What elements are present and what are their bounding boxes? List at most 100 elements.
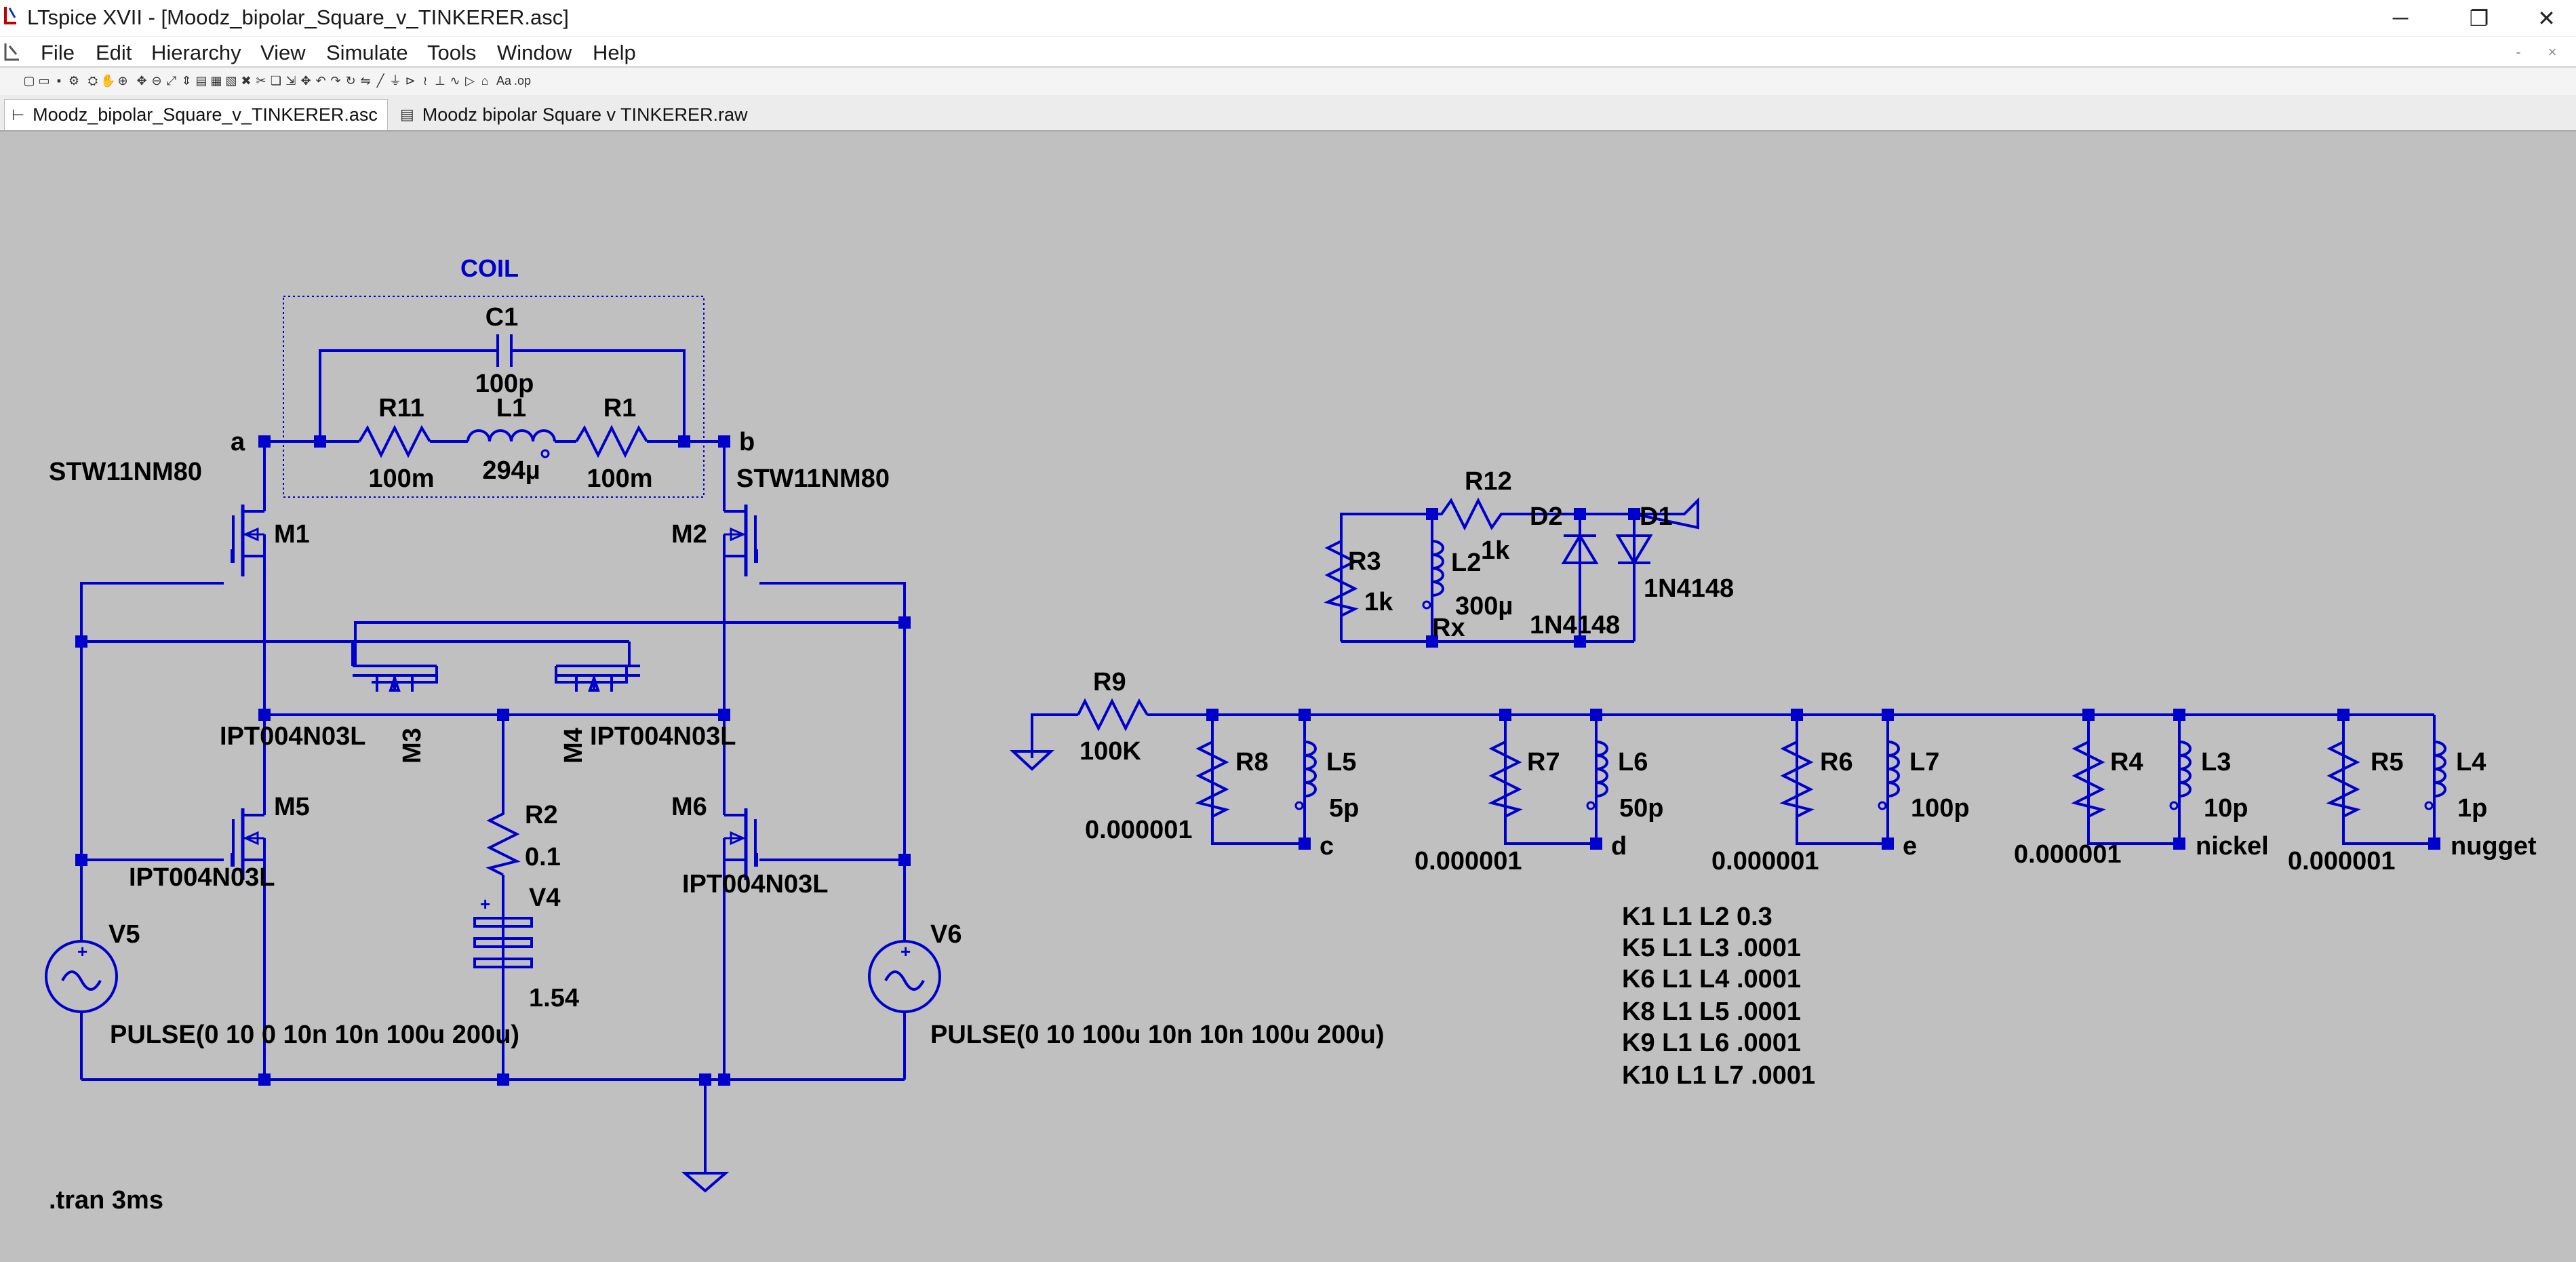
resistor-r2[interactable] [486, 807, 521, 876]
ground-icon[interactable]: ⏚ [389, 74, 401, 87]
diode-d2[interactable] [1561, 533, 1599, 564]
c1-value: 100p [475, 370, 534, 398]
r6-name: R6 [1820, 748, 1853, 776]
m2-name: M2 [671, 520, 707, 549]
control-panel-icon[interactable]: ⚙ [68, 74, 80, 87]
menu-file[interactable]: File [41, 41, 75, 64]
r6-value: 0.000001 [1711, 847, 1819, 875]
coupling-directives[interactable]: K1 L1 L2 0.3 K5 L1 L3 .0001 K6 L1 L4 .00… [1622, 903, 1815, 1090]
coupling-line: K6 L1 L4 .0001 [1622, 965, 1801, 993]
run-icon[interactable]: ⛭ [87, 74, 98, 87]
r5-name: R5 [2371, 748, 2404, 776]
l1-name: L1 [496, 394, 526, 422]
mosfet-m1[interactable] [232, 488, 264, 597]
mdi-close-button[interactable]: × [2548, 43, 2557, 60]
resistor-icon[interactable]: ≀ [422, 74, 428, 87]
capacitor-icon[interactable]: ⊥ [435, 74, 445, 87]
move-icon[interactable]: ✥ [300, 74, 311, 87]
coil-box [283, 296, 705, 498]
l3-name: L3 [2201, 748, 2231, 776]
m1-model: STW11NM80 [49, 458, 202, 486]
tab-schematic[interactable]: ⊢ Moodz_bipolar_Square_v_TINKERER.asc [4, 99, 388, 130]
open-icon[interactable]: ▭ [38, 74, 50, 87]
pan-icon[interactable]: ✥ [136, 74, 147, 87]
zoom-fit-icon[interactable]: ⤢ [166, 74, 177, 87]
menu-tools[interactable]: Tools [427, 41, 477, 64]
cascade-icon[interactable]: ▧ [225, 74, 237, 87]
svg-text:+: + [77, 941, 87, 962]
menu-simulate[interactable]: Simulate [326, 41, 408, 64]
coupling-line: K1 L1 L2 0.3 [1622, 903, 1772, 931]
tab-waveform[interactable]: ▤ Moodz bipolar Square v TINKERER.raw [395, 99, 774, 130]
menu-help[interactable]: Help [593, 41, 636, 64]
mdi-minimize-button[interactable]: - [2516, 43, 2521, 60]
tile-icon[interactable]: ▦ [210, 74, 222, 87]
close-window-icon[interactable]: ✖ [241, 74, 252, 87]
document-system-icon[interactable] [4, 41, 22, 62]
svg-text:+: + [900, 941, 911, 962]
menu-window[interactable]: Window [497, 41, 572, 64]
menu-edit[interactable]: Edit [96, 41, 132, 64]
schematic-canvas[interactable]: COIL C1 100p R11 100m L1 294µ R1 100m a … [0, 132, 2576, 1262]
coupling-line: K8 L1 L5 .0001 [1622, 998, 1801, 1026]
duplicate-icon[interactable]: ❏ [270, 74, 282, 87]
save-icon[interactable]: ▪ [56, 74, 62, 87]
net-label-e: e [1903, 832, 1917, 861]
window-title: LTspice XVII - [Moodz_bipolar_Square_v_T… [27, 5, 569, 29]
d2-value: 1N4148 [1530, 611, 1620, 639]
zoom-in-icon[interactable]: ⊕ [117, 74, 128, 87]
bridge-wires [80, 441, 906, 1173]
r8-value: 0.000001 [1085, 816, 1193, 844]
v4-value: 1.54 [529, 984, 579, 1012]
m2-model: STW11NM80 [736, 465, 890, 493]
label-net-icon[interactable]: ⊳ [405, 74, 416, 87]
voltage-source-v6[interactable] [868, 940, 941, 1013]
net-label-c: c [1320, 832, 1334, 861]
mosfet-m2[interactable] [724, 488, 757, 597]
net-label-rx: Rx [1432, 614, 1465, 642]
junction-dots [75, 435, 911, 1086]
halt-icon[interactable]: ✋ [100, 74, 116, 87]
inductor-icon[interactable]: ∿ [450, 74, 460, 87]
autorange-icon[interactable]: ⇕ [181, 74, 192, 87]
voltage-source-v5[interactable] [45, 940, 118, 1013]
zoom-out-icon[interactable]: ⊖ [151, 74, 162, 87]
restore-button[interactable]: ❐ [2469, 5, 2489, 31]
r7-value: 0.000001 [1414, 847, 1522, 875]
minimize-button[interactable]: ─ [2392, 5, 2409, 30]
diode-d1[interactable] [1615, 534, 1653, 566]
r3-name: R3 [1348, 547, 1381, 576]
coupling-line: K10 L1 L7 .0001 [1622, 1061, 1815, 1090]
redo-icon[interactable]: ↷ [330, 74, 341, 87]
v5-value: PULSE(0 10 0 10n 10n 100u 200u) [110, 1021, 519, 1049]
tran-directive[interactable]: .tran 3ms [49, 1186, 163, 1215]
battery-v4[interactable] [473, 875, 533, 990]
rotate-icon[interactable]: ↻ [345, 74, 356, 87]
undo-icon[interactable]: ↶ [315, 74, 326, 87]
r4-value: 0.000001 [2014, 840, 2122, 869]
net-label-b: b [739, 428, 755, 456]
view-spice-netlist-icon[interactable]: ▤ [195, 74, 207, 87]
r2-name: R2 [525, 801, 558, 829]
r9-value: 100K [1079, 737, 1141, 766]
wire-icon[interactable]: ╱ [376, 74, 384, 87]
menu-view[interactable]: View [260, 41, 306, 64]
delete-icon[interactable]: ✂ [256, 74, 266, 87]
close-button[interactable]: ✕ [2537, 5, 2556, 31]
mirror-icon[interactable]: ⇋ [360, 74, 371, 87]
l1-value: 294µ [482, 456, 540, 485]
c1-name: C1 [486, 303, 519, 332]
mosfet-m3[interactable] [353, 665, 437, 692]
m4-name: M4 [559, 728, 588, 764]
menu-hierarchy[interactable]: Hierarchy [151, 41, 241, 64]
r7-name: R7 [1527, 748, 1560, 776]
component-icon[interactable]: ⌂ [481, 74, 489, 87]
spice-directive-icon[interactable]: .op [514, 74, 532, 87]
text-icon[interactable]: Aa [496, 74, 512, 87]
r8-name: R8 [1235, 748, 1269, 776]
drag-icon[interactable]: ⇲ [285, 74, 296, 87]
diode-icon[interactable]: ▷ [465, 74, 475, 87]
mosfet-m4[interactable] [556, 665, 640, 692]
new-schematic-icon[interactable]: ▢ [23, 74, 35, 87]
v5-name: V5 [108, 920, 140, 949]
